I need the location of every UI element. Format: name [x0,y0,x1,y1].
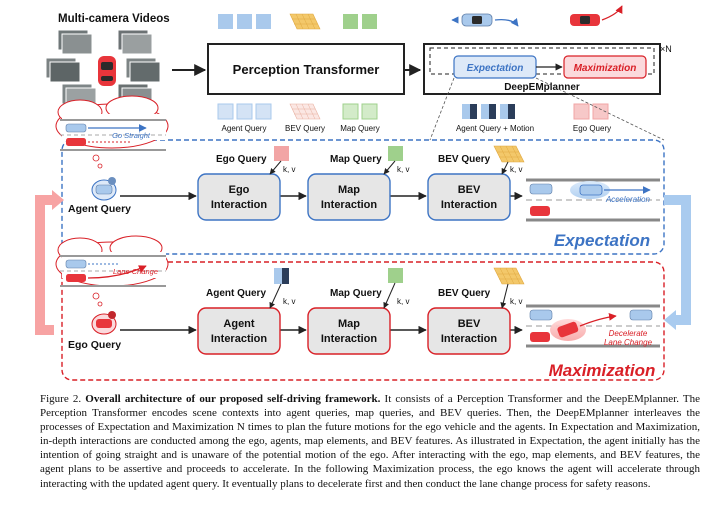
map-interaction-block-m: Map Interaction [307,307,391,355]
kv-arrow-m3 [500,283,509,309]
lane-change-label: Lane Change [604,338,653,347]
ego-icon [91,311,117,335]
thought-bubble-dot-m-small [97,301,103,307]
kv-arrow-e3 [501,161,509,175]
kv-label-m3: k, v [510,297,522,306]
decelerate-label: Decelerate [609,329,648,338]
bev-query-label-e: BEV Query [438,154,491,165]
bev-interaction-block-e: BEV Interaction [427,173,511,221]
kv-arrow-m2 [383,282,396,309]
deepem-input-squares [462,103,609,120]
deepem-planner-title: DeepEMplanner [504,82,580,93]
expectation-title: Expectation [554,231,650,250]
loop-arrow-right [664,195,691,325]
agent-query-label-top: Agent Query [222,124,267,133]
agent-query-square-m [274,268,289,284]
thought-label-lane-change: Lane Change [113,267,158,276]
kv-arrow-m1 [269,283,282,309]
expectation-label-top: Expectation [467,63,524,74]
bev-query-label-m: BEV Query [438,288,491,299]
ego-query-label-left: Ego Query [68,339,121,351]
multi-camera-label: Multi-camera Videos [58,13,170,25]
map-query-square-m [388,268,403,283]
map-interaction-block-e: Map Interaction [307,173,391,221]
agent-car-output-icon [451,13,519,27]
caption-label: Figure 2. [40,393,82,405]
kv-label-e2: k, v [397,165,409,174]
bev-query-grid-m [493,267,525,285]
bev-query-grid-e [493,145,525,163]
acceleration-label: Acceleration [605,195,651,204]
thought-cloud-maximization: Lane Change [55,235,169,287]
agent-interaction-line1: Agent [223,318,255,330]
output-query-squares [218,13,377,30]
ego-query-label-top: Ego Query [573,124,611,133]
map-interaction-m-line2: Interaction [321,333,378,345]
maximization-panel [61,261,665,381]
thought-label-go-straight: Go Straight [112,131,151,140]
figure-caption: Figure 2. Overall architecture of our pr… [40,392,700,491]
caption-title: Overall architecture of our proposed sel… [85,393,381,405]
agent-query-label-left: Agent Query [68,203,131,215]
architecture-figure: Multi-camera Videos Perce [35,5,691,381]
kv-arrow-e1 [269,160,282,175]
agent-icon [91,177,117,201]
agent-query-label-m: Agent Query [206,288,266,299]
map-interaction-m-line1: Map [338,318,360,330]
agent-interaction-line2: Interaction [211,333,268,345]
loop-arrowhead-left [52,190,64,210]
loop-arrowhead-right [664,310,676,330]
kv-label-e1: k, v [283,165,295,174]
maximization-label-top: Maximization [574,63,637,74]
kv-label-m2: k, v [397,297,409,306]
perception-transformer-box [207,43,405,95]
bev-interaction-e-line2: Interaction [441,199,498,211]
maximization-result-scene: Decelerate Lane Change [526,304,660,348]
bev-interaction-e-line1: BEV [458,184,481,196]
ego-car-icon [98,56,116,86]
map-query-label-e: Map Query [330,154,382,165]
thought-cloud-expectation: Go Straight [55,95,169,151]
agent-motion-label-top: Agent Query + Motion [456,124,534,133]
map-query-label-m: Map Query [330,288,382,299]
agent-interaction-block: Agent Interaction [197,307,281,355]
map-query-square-e [388,146,403,161]
input-query-squares [217,103,378,120]
ego-interaction-block: Ego Interaction [197,173,281,221]
map-interaction-e-line2: Interaction [321,199,378,211]
deepem-repeat: ×N [660,44,672,54]
kv-label-e3: k, v [510,165,522,174]
kv-arrow-e2 [383,160,396,175]
ego-interaction-line1: Ego [229,184,250,196]
ego-interaction-line2: Interaction [211,199,268,211]
camera-images [45,29,161,109]
ego-query-label-e: Ego Query [216,154,267,165]
maximization-title: Maximization [549,361,656,380]
zoom-line-right [535,77,665,141]
map-query-label-top: Map Query [340,124,380,133]
ego-car-output-icon [570,5,623,26]
deepem-repeat-loop [429,47,655,75]
ego-query-square-e [274,146,289,161]
bev-interaction-block-m: BEV Interaction [427,307,511,355]
thought-bubble-dot [92,154,100,162]
loop-arrow-left [35,195,56,335]
bev-query-label-top: BEV Query [285,124,325,133]
map-interaction-e-line1: Map [338,184,360,196]
expectation-result-scene: Acceleration [526,178,660,222]
bev-interaction-m-line2: Interaction [441,333,498,345]
maximization-block-top [563,55,647,79]
perception-transformer-label: Perception Transformer [233,62,380,77]
thought-bubble-dot-small [97,163,103,169]
thought-bubble-dot-m [92,292,100,300]
caption-body: It consists of a Perception Transformer … [40,393,700,490]
bev-interaction-m-line1: BEV [458,318,481,330]
kv-label-m1: k, v [283,297,295,306]
zoom-line-left [429,77,455,141]
